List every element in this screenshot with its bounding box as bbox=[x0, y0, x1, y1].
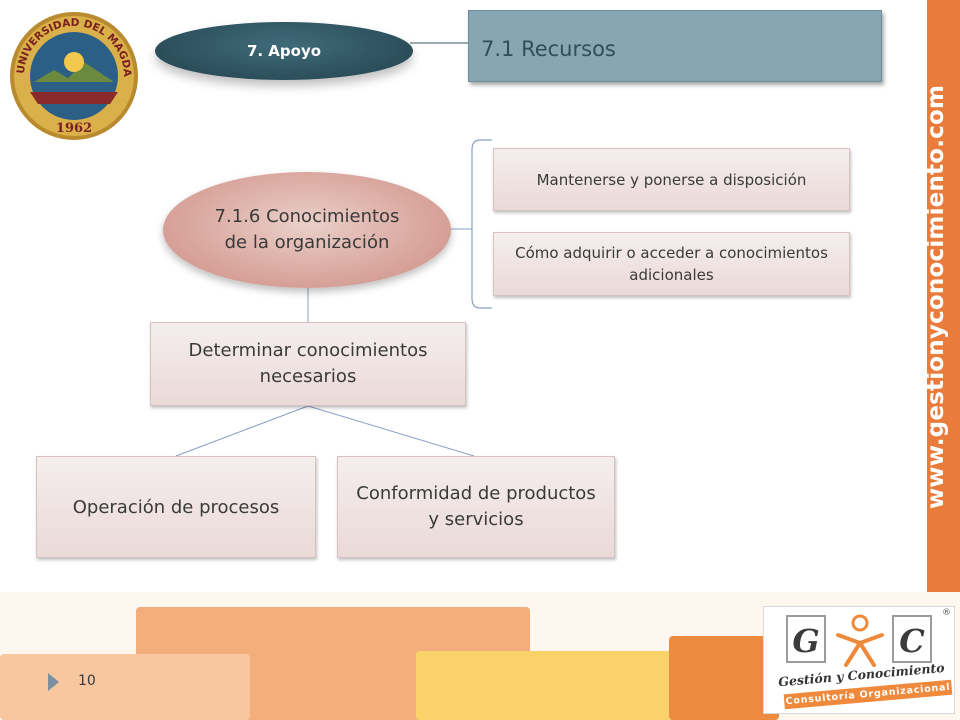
slide-arrow-icon bbox=[48, 673, 59, 691]
footer-block-peach bbox=[0, 654, 250, 720]
determine-knowledge-box: Determinar conocimientos necesarios bbox=[150, 322, 466, 406]
outcome-box-operation: Operación de procesos bbox=[36, 456, 316, 558]
gestion-conocimiento-logo: ® G C Gestión y Conocimiento Consultoría… bbox=[763, 606, 955, 714]
outcome-box-conformity: Conformidad de productos y servicios bbox=[337, 456, 615, 558]
header-connector-line bbox=[410, 42, 468, 44]
footer-block-dark-orange bbox=[669, 636, 779, 720]
side-accent-strip bbox=[927, 0, 960, 594]
branch-box-acquire: Cómo adquirir o acceder a conocimientos … bbox=[493, 232, 850, 296]
branch-box-maintain: Mantenerse y ponerse a disposición bbox=[493, 148, 850, 211]
page-number: 10 bbox=[78, 673, 96, 689]
branch-bracket bbox=[471, 139, 492, 309]
slide-title: 7.1 Recursos bbox=[468, 10, 882, 82]
section-label: 7. Apoyo bbox=[155, 22, 413, 80]
registered-mark: ® bbox=[942, 608, 951, 618]
logo-letter-g: G bbox=[786, 615, 826, 663]
seal-year: 1962 bbox=[56, 121, 92, 136]
university-seal-logo: UNIVERSIDAD DEL MAGDALENA 1962 bbox=[4, 4, 138, 140]
person-figure-icon bbox=[836, 614, 884, 667]
determine-to-operation-line bbox=[175, 405, 309, 457]
logo-letter-c: C bbox=[892, 615, 932, 663]
determine-to-conformity-line bbox=[307, 405, 475, 457]
central-node-knowledge: 7.1.6 Conocimientos de la organización bbox=[163, 172, 451, 288]
